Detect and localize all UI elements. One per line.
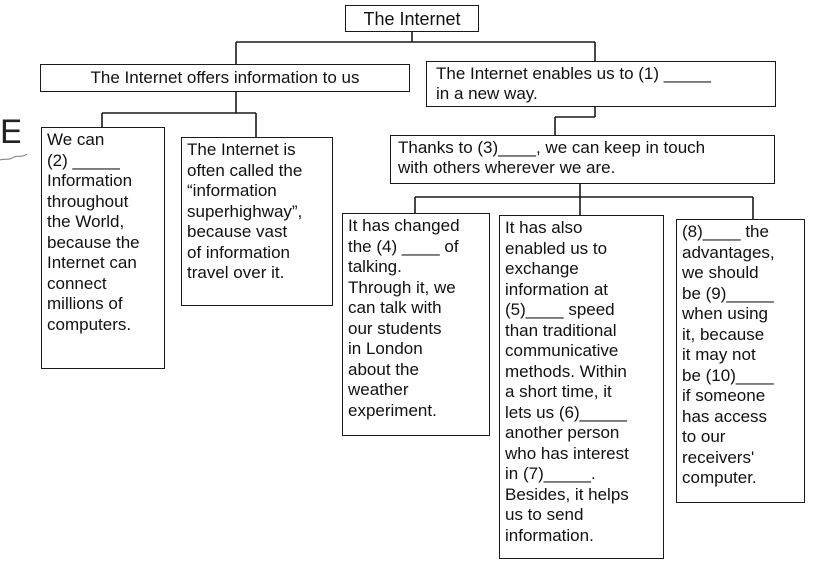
right-child-node-advantages: (8)____ the advantages, we should be (9)… [676, 219, 805, 503]
right-child-node-exchange-information: It has also enabled us to exchange infor… [499, 215, 664, 559]
left-child-node-we-can: We can (2) _____ Information throughout … [41, 127, 165, 369]
right-child-node-changed-talking: It has changed the (4) ____ of talking. … [342, 213, 490, 436]
root-node: The Internet [345, 5, 479, 32]
edge-scribble-mark [0, 153, 28, 161]
edge-letter-fragment: E [0, 113, 20, 151]
mid-node-keep-in-touch: Thanks to (3)____, we can keep in touch … [390, 135, 775, 184]
branch-node-enables-us: The Internet enables us to (1) _____ in … [426, 61, 776, 107]
left-child-node-superhighway: The Internet is often called the “inform… [181, 137, 333, 306]
branch-node-offers-information: The Internet offers information to us [40, 64, 410, 92]
